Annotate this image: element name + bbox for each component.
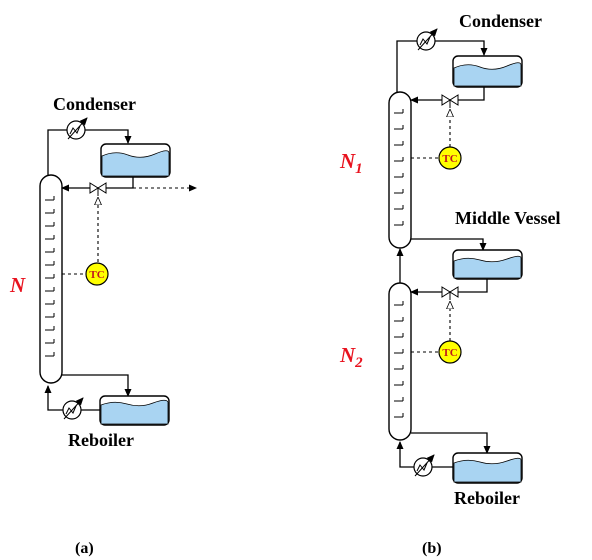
svg-text:TC: TC — [442, 347, 457, 359]
temperature-controller-a: TC — [85, 262, 109, 286]
middle-vessel — [452, 249, 523, 280]
reflux-drum-a — [100, 143, 171, 178]
reboiler-b-vessel — [452, 452, 523, 484]
column-b-upper-stages-label: N1 — [339, 149, 363, 177]
overhead-line-a — [47, 129, 68, 175]
reflux-drum-b — [452, 55, 523, 88]
condenser-b-label: Condenser — [459, 11, 542, 31]
column-b-upper-trays — [394, 109, 404, 226]
bottoms-line-b — [411, 432, 491, 454]
column-b-lower-stages-label: N2 — [339, 343, 363, 371]
reboiler-b-label: Reboiler — [454, 488, 520, 508]
temperature-controller-b-lower: TC — [438, 340, 462, 364]
panel-b: N1 N2 Condenser TC — [339, 11, 561, 557]
reflux-line-b — [410, 87, 485, 104]
bottoms-line-a — [62, 374, 132, 397]
middle-feed-valve — [441, 286, 459, 300]
reflux-line-a — [61, 177, 134, 192]
middle-vessel-label: Middle Vessel — [455, 208, 561, 228]
column-b-lower — [388, 282, 412, 441]
caption-b: (b) — [422, 540, 442, 557]
reboiler-a-exchanger-icon — [62, 397, 84, 420]
column-a — [39, 174, 63, 384]
caption-a: (a) — [75, 540, 94, 557]
reboiler-a-vessel — [99, 395, 170, 426]
condenser-b-outlet — [435, 40, 488, 56]
column-a-trays — [45, 196, 55, 357]
reboiler-b-exchanger-icon — [413, 454, 435, 477]
column-a-stages-label: N — [9, 273, 26, 297]
middle-feed-line — [410, 279, 488, 296]
upper-liquid-to-middle — [411, 238, 487, 251]
reflux-valve-b — [441, 94, 459, 108]
overhead-line-b — [396, 40, 418, 92]
column-b-upper — [388, 91, 412, 249]
boilup-line-a — [44, 385, 63, 411]
temperature-controller-b-upper: TC — [438, 146, 462, 170]
condenser-a-label: Condenser — [53, 94, 136, 114]
reflux-valve-a — [89, 182, 107, 196]
panel-a: N Condenser TC — [9, 94, 197, 557]
condenser-a-outlet — [85, 129, 132, 144]
reboiler-a-label: Reboiler — [68, 430, 134, 450]
column-b-lower-trays — [394, 301, 404, 418]
boilup-line-b — [396, 441, 414, 468]
svg-text:TC: TC — [89, 269, 104, 281]
svg-text:TC: TC — [442, 153, 457, 165]
condenser-b-exchanger-icon — [416, 28, 438, 51]
condenser-a-exchanger-icon — [66, 117, 88, 140]
